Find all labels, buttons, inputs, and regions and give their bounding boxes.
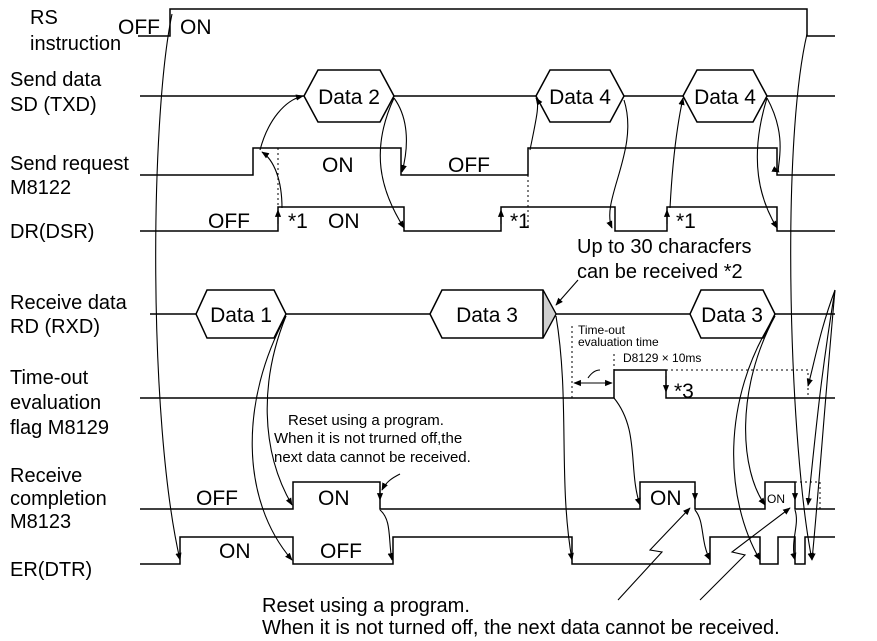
label-send-data: Send data SD (TXD) <box>10 69 107 116</box>
label-receive-completion: Receive completion M8123 <box>10 465 112 533</box>
note-characters: Up to 30 characfers can be received *2 <box>555 236 757 306</box>
waveform-rs: OFF ON <box>118 8 835 39</box>
er-off-text: OFF <box>320 540 362 563</box>
packet-rd-2-label: Data 3 <box>456 304 518 327</box>
packet-sd-2 <box>535 69 625 123</box>
dr-off-text: OFF <box>208 210 250 233</box>
label-rs-instruction: RS instruction <box>30 7 121 55</box>
note-reset-2: Reset using a program. When it is not tu… <box>262 507 791 639</box>
note-reset-1: Reset using a program. When it is not tr… <box>274 412 471 491</box>
sreq-on-text: ON <box>322 154 354 177</box>
packet-rd-1 <box>195 289 287 339</box>
label-er-dtr: ER(DTR) <box>10 559 92 581</box>
label-send-request: Send request M8122 <box>10 153 135 199</box>
waveform-send-data: Data 2 Data 4 Data 4 <box>140 69 835 123</box>
packet-sd-2-label: Data 4 <box>549 86 611 109</box>
label-timeout-flag: Time-out evaluation flag M8129 <box>10 367 109 439</box>
rc-off-text: OFF <box>196 487 238 510</box>
packet-sd-3 <box>682 69 768 123</box>
svg-text:Reset using a program. W: Reset using a program. When it is not tu… <box>262 595 780 639</box>
rc-on-3-text: ON <box>767 492 785 506</box>
svg-text:Up to 30 characfers can: Up to 30 characfers can be received *2 <box>577 236 757 283</box>
sreq-off-text: OFF <box>448 154 490 177</box>
packet-rd-3-label: Data 3 <box>701 304 763 327</box>
signal-labels: RS instruction Send data SD (TXD) Send r… <box>10 7 135 581</box>
dr-mark-1a: *1 <box>288 210 308 233</box>
waveform-er: ON OFF <box>140 536 835 565</box>
label-receive-data: Receive data RD (RXD) <box>10 292 132 338</box>
causal-arrows <box>155 13 836 561</box>
packet-sd-1 <box>303 69 395 123</box>
packet-sd-1-label: Data 2 <box>318 86 380 109</box>
waveform-receive-data: Data 1 Data 3 Data 3 <box>150 289 835 339</box>
note-timeout-eval: Time-out evaluation time D8129 × 10ms <box>571 323 701 398</box>
packet-rd-1-label: Data 1 <box>210 304 272 327</box>
timeout-mark-3: *3 <box>674 380 694 403</box>
rs-off-text: OFF <box>118 16 160 39</box>
note-d8129: D8129 × 10ms <box>623 351 701 365</box>
waveform-receive-completion: OFF ON ON ON <box>140 481 835 510</box>
svg-text:Reset using a program. W: Reset using a program. When it is not tr… <box>274 412 471 466</box>
rc-on-1-text: ON <box>318 487 350 510</box>
label-dr-dsr: DR(DSR) <box>10 221 94 243</box>
waveform-dr: OFF ON *1 *1 *1 <box>140 206 835 233</box>
rs-on-text: ON <box>180 16 212 39</box>
packet-sd-3-label: Data 4 <box>694 86 756 109</box>
waveform-send-request: ON OFF <box>140 147 835 230</box>
dr-on-text: ON <box>328 210 360 233</box>
er-on-text: ON <box>219 540 251 563</box>
packet-rd-2-shaded <box>542 289 557 339</box>
rc-on-2-text: ON <box>650 487 682 510</box>
packet-rd-3 <box>689 289 776 339</box>
dr-mark-1c: *1 <box>676 210 696 233</box>
svg-text:Time-out evaluation time: Time-out evaluation time <box>578 323 659 349</box>
waveform-timeout-flag: *3 <box>140 369 835 403</box>
dr-mark-1b: *1 <box>510 210 530 233</box>
